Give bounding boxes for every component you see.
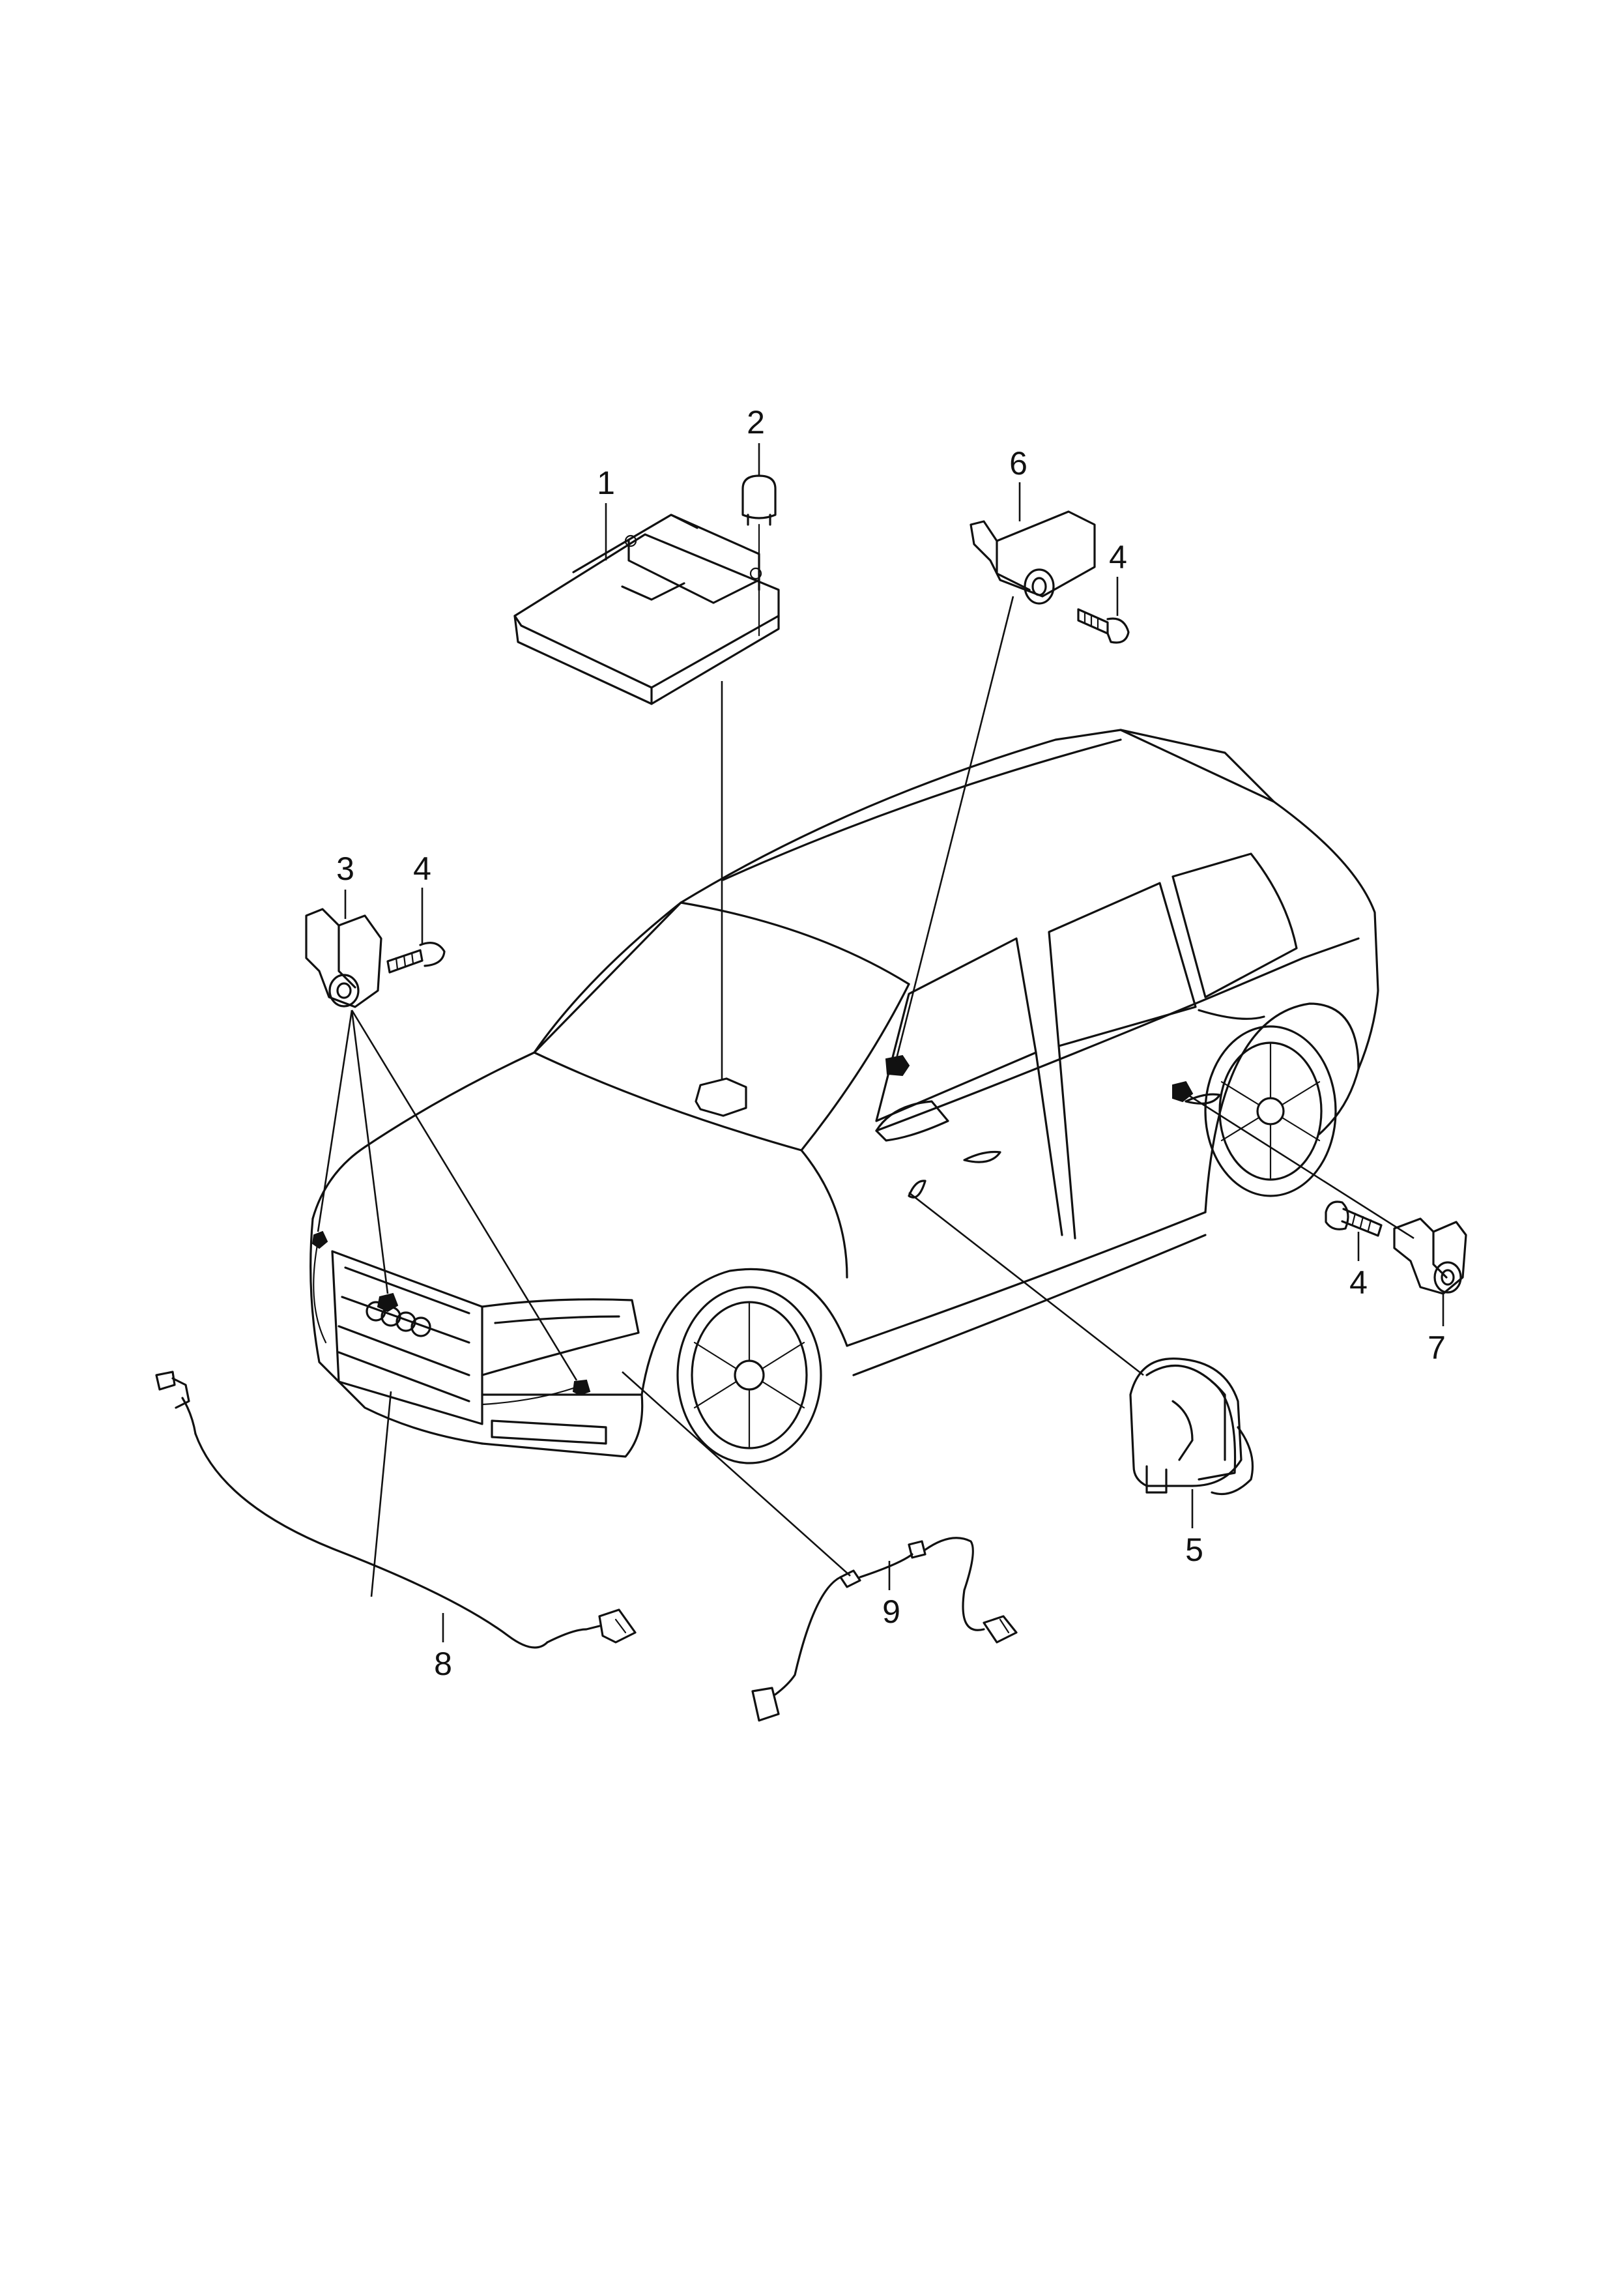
part-4-bolt-upper xyxy=(1077,608,1130,644)
control-unit-location-marker xyxy=(695,1077,747,1117)
leader-5 xyxy=(908,1191,1144,1376)
callout-4-left: 4 xyxy=(413,850,431,887)
leader-3-a xyxy=(317,1010,353,1232)
callout-7: 7 xyxy=(1428,1330,1446,1366)
part-6-sensor xyxy=(969,510,1096,605)
c-pillar-sensor-marker xyxy=(1172,1081,1194,1103)
front-sensor-marker-left xyxy=(311,1230,328,1249)
part-4-bolt-right xyxy=(1325,1200,1383,1237)
part-9-wiring-harness xyxy=(751,1537,1018,1722)
b-pillar-sensor-marker xyxy=(885,1054,910,1077)
part-5-door-sensor xyxy=(1129,1358,1254,1496)
part-3-sensor xyxy=(305,908,382,1008)
vehicle-outline xyxy=(309,729,1379,1464)
part-1-airbag-control-unit xyxy=(513,514,780,705)
location-markers xyxy=(311,1054,1194,1406)
callout-8: 8 xyxy=(434,1646,452,1682)
callout-2: 2 xyxy=(747,404,765,441)
leader-3-c xyxy=(351,1010,578,1381)
leader-lines xyxy=(317,443,1444,1642)
part-7-sensor xyxy=(1393,1217,1467,1295)
leader-9 xyxy=(622,1371,851,1577)
callout-9: 9 xyxy=(882,1593,900,1630)
callout-labels: 1 2 6 4 3 4 4 7 5 8 9 xyxy=(336,404,1446,1682)
callout-6: 6 xyxy=(1009,445,1027,482)
callout-4-upper: 4 xyxy=(1109,539,1127,575)
callout-1: 1 xyxy=(597,465,615,501)
leader-8 xyxy=(370,1391,392,1597)
part-8-wiring-harness xyxy=(155,1371,637,1649)
part-2-fastener xyxy=(741,474,777,637)
part-4-bolt-left xyxy=(386,942,446,974)
front-sensor-marker-right xyxy=(572,1379,591,1396)
leader-3-b xyxy=(351,1010,389,1294)
front-sensor-marker-center xyxy=(377,1292,399,1313)
callout-5: 5 xyxy=(1185,1532,1203,1568)
leader-7 xyxy=(1185,1092,1415,1240)
leader-6 xyxy=(895,596,1014,1062)
callout-4-right: 4 xyxy=(1349,1264,1368,1301)
callout-3: 3 xyxy=(336,850,354,887)
